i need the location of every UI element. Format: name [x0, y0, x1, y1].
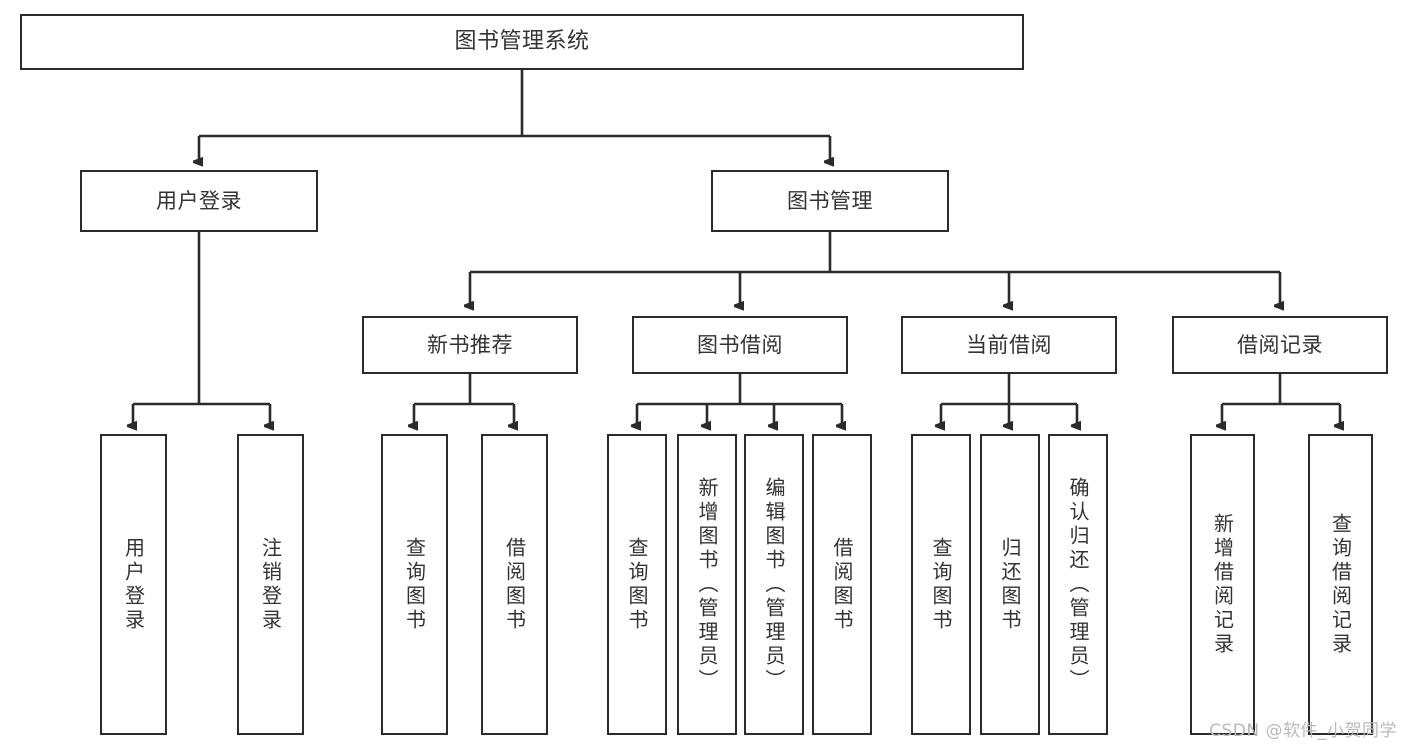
leaf-borrow-add-book-admin-label: 新增图书（管理员）: [695, 476, 719, 693]
leaf-user-login-signin[interactable]: 用户登录: [100, 434, 167, 735]
node-book-management[interactable]: 图书管理: [711, 170, 949, 232]
leaf-user-login-signout-label: 注销登录: [258, 536, 283, 633]
node-user-login[interactable]: 用户登录: [80, 170, 318, 232]
leaf-recommend-query-book[interactable]: 查询图书: [381, 434, 448, 735]
leaf-record-add-record[interactable]: 新增借阅记录: [1190, 434, 1255, 735]
node-borrow-record-label: 借阅记录: [1237, 332, 1323, 357]
leaf-recommend-query-book-label: 查询图书: [402, 536, 427, 633]
leaf-current-query-book-label: 查询图书: [929, 536, 953, 633]
leaf-record-add-record-label: 新增借阅记录: [1210, 512, 1235, 657]
leaf-current-return-book-label: 归还图书: [998, 536, 1022, 633]
node-root-system-label: 图书管理系统: [454, 29, 590, 55]
leaf-current-return-book[interactable]: 归还图书: [980, 434, 1040, 735]
leaf-recommend-borrow-book-label: 借阅图书: [502, 536, 527, 633]
node-book-borrow[interactable]: 图书借阅: [632, 316, 848, 374]
leaf-user-login-signout[interactable]: 注销登录: [237, 434, 304, 735]
node-borrow-record[interactable]: 借阅记录: [1172, 316, 1388, 374]
leaf-current-query-book[interactable]: 查询图书: [911, 434, 971, 735]
node-book-management-label: 图书管理: [787, 188, 873, 213]
node-user-login-label: 用户登录: [156, 188, 242, 213]
leaf-record-query-record[interactable]: 查询借阅记录: [1308, 434, 1373, 735]
leaf-borrow-query-book-label: 查询图书: [625, 536, 649, 633]
leaf-borrow-borrow-book-label: 借阅图书: [830, 536, 854, 633]
node-book-borrow-label: 图书借阅: [697, 332, 783, 357]
leaf-borrow-query-book[interactable]: 查询图书: [607, 434, 667, 735]
node-current-borrow-label: 当前借阅: [966, 332, 1052, 357]
node-new-book-recommend-label: 新书推荐: [427, 332, 513, 357]
leaf-borrow-edit-book-admin[interactable]: 编辑图书（管理员）: [744, 434, 804, 735]
node-current-borrow[interactable]: 当前借阅: [901, 316, 1117, 374]
csdn-watermark: CSDN @软件_小贺同学: [1209, 721, 1397, 741]
leaf-record-query-record-label: 查询借阅记录: [1328, 512, 1353, 657]
leaf-user-login-signin-label: 用户登录: [121, 536, 146, 633]
leaf-recommend-borrow-book[interactable]: 借阅图书: [481, 434, 548, 735]
leaf-borrow-borrow-book[interactable]: 借阅图书: [812, 434, 872, 735]
leaf-borrow-edit-book-admin-label: 编辑图书（管理员）: [762, 476, 786, 693]
leaf-current-confirm-return-admin[interactable]: 确认归还（管理员）: [1048, 434, 1108, 735]
node-root-system[interactable]: 图书管理系统: [20, 14, 1024, 70]
leaf-current-confirm-return-admin-label: 确认归还（管理员）: [1066, 476, 1090, 693]
node-new-book-recommend[interactable]: 新书推荐: [362, 316, 578, 374]
leaf-borrow-add-book-admin[interactable]: 新增图书（管理员）: [677, 434, 737, 735]
